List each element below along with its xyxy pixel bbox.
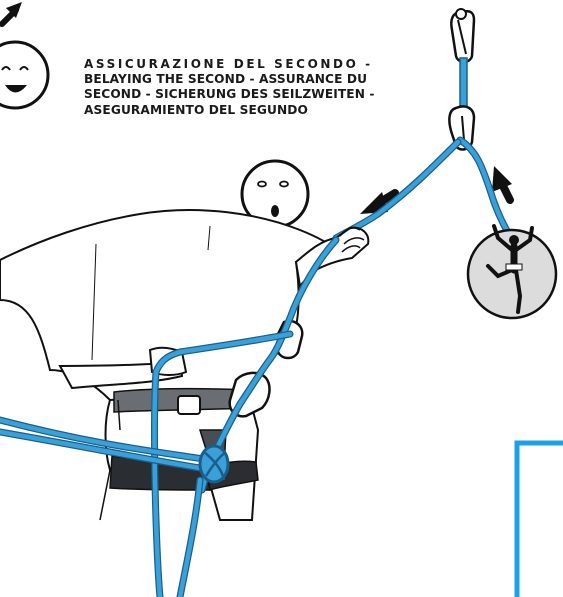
climber-icon [468, 226, 556, 318]
smiley-face-icon [0, 42, 48, 108]
arrow-icon [2, 2, 22, 24]
caption: ASSICURAZIONE DEL SECONDO - BELAYING THE… [84, 57, 434, 118]
caption-line-3: SECOND - SICHERUNG DES SEILZWEITEN - [84, 87, 434, 102]
quickdraw-icon [449, 9, 474, 149]
caption-line-4: ASEGURAMIENTO DEL SEGUNDO [84, 103, 434, 118]
caption-line-2: BELAYING THE SECOND - ASSURANCE DU [84, 72, 434, 87]
caption-line-1: ASSICURAZIONE DEL SECONDO - [84, 57, 434, 72]
frame-corner [517, 443, 563, 597]
knot [200, 446, 228, 482]
